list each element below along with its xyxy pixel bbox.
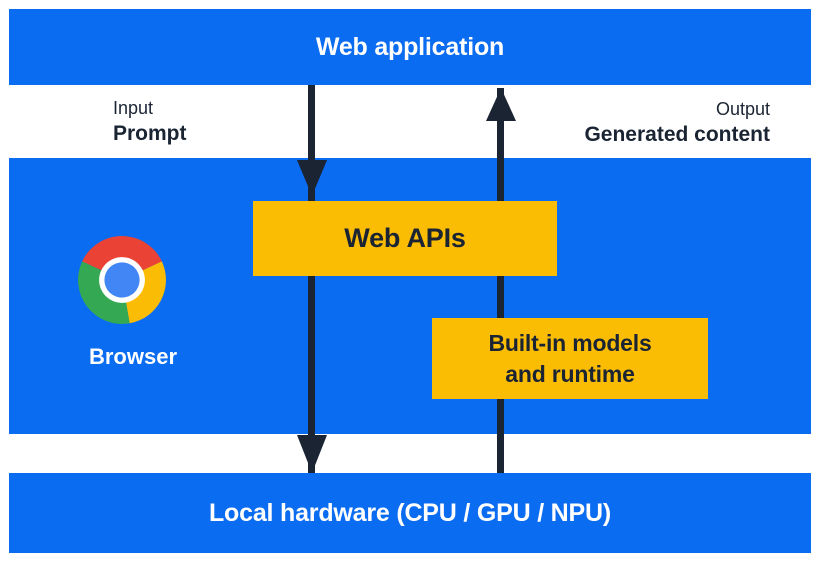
output-label-group: Output Generated content [584,98,770,148]
prompt-flow-line [308,85,315,473]
input-label-group: Input Prompt [113,97,187,147]
web-application-band: Web application [9,9,811,85]
web-apis-label: Web APIs [344,223,466,253]
local-hardware-label: Local hardware (CPU / GPU / NPU) [208,498,611,527]
input-caption: Input [113,98,154,118]
builtin-models-label: Built-in models and runtime [488,329,652,387]
generated-content-flow-line [497,88,504,473]
builtin-models-box: Built-in models and runtime [432,318,708,399]
web-application-label: Web application [315,32,505,61]
generated-content-arrowhead [485,88,516,121]
chrome-icon [78,236,166,324]
prompt-arrowhead-lower [296,435,327,473]
web-apis-box: Web APIs [253,201,557,276]
prompt-label: Prompt [113,122,187,145]
browser-label: Browser [88,344,178,369]
local-hardware-band: Local hardware (CPU / GPU / NPU) [9,473,811,553]
generated-content-label: Generated content [584,123,770,146]
output-caption: Output [715,99,770,119]
chrome-icon-blue-center [104,262,140,298]
prompt-arrowhead-upper [296,160,327,196]
